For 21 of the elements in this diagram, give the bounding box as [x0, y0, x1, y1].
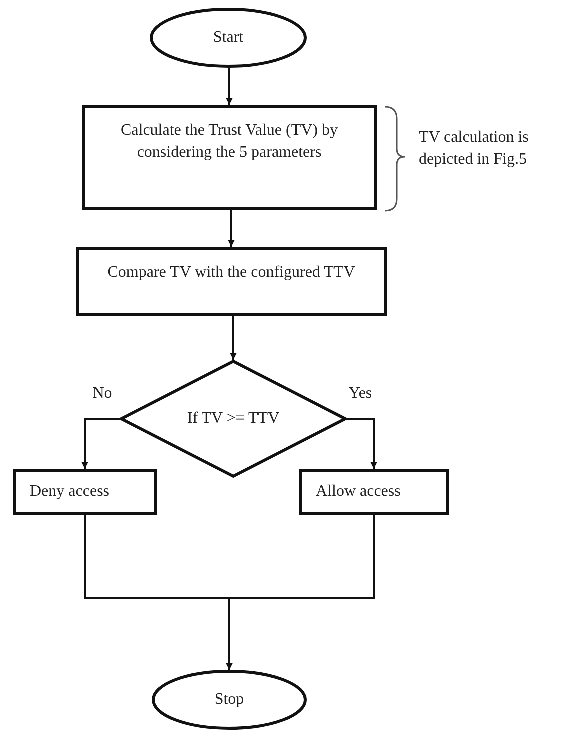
- decision-diamond: [120, 360, 347, 478]
- side-note: TV calculation is depicted in Fig.5: [419, 128, 530, 170]
- arrow: [228, 210, 235, 247]
- process-box: [76, 247, 387, 316]
- arrow: [230, 316, 237, 360]
- arrow: [82, 418, 120, 469]
- terminal-ellipse: [152, 670, 307, 730]
- process-box: [299, 469, 449, 515]
- process-box: [82, 105, 377, 210]
- arrow: [347, 418, 378, 469]
- process-text: Compare TV with the configured TTV: [108, 263, 356, 283]
- terminal-ellipse: [150, 8, 307, 68]
- process-text: Allow access: [316, 482, 401, 502]
- terminal-label: Stop: [214, 690, 244, 710]
- arrow: [226, 68, 233, 105]
- process-text: Calculate the Trust Value (TV) by considering the 5 parameters: [120, 121, 339, 164]
- decision-text: If TV >= TTV: [187, 408, 280, 429]
- arrow: [226, 515, 375, 670]
- process-text: Deny access: [30, 482, 110, 502]
- process-box: [13, 469, 157, 515]
- terminal-label: Start: [213, 28, 244, 48]
